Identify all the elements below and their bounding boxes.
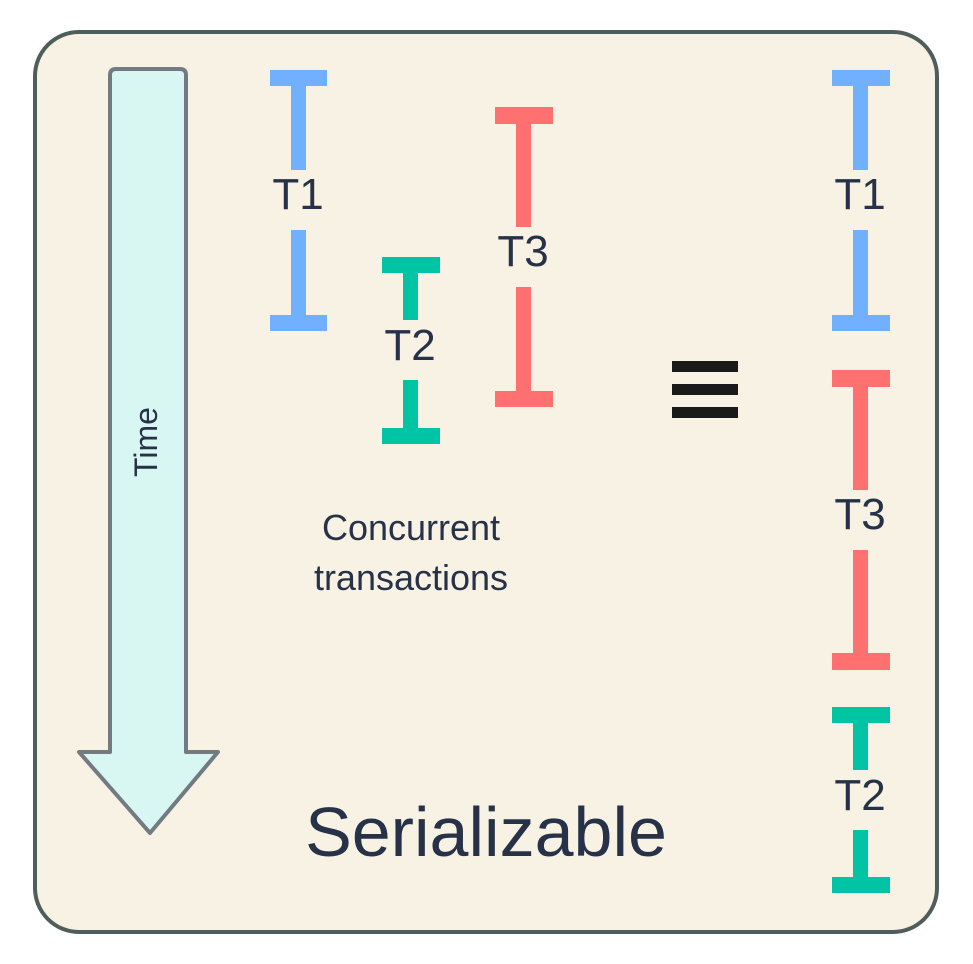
concurrent-t1: T1 (270, 70, 327, 331)
serial-t2-label: T2 (834, 771, 885, 820)
caption-line-2: transactions (314, 557, 508, 598)
t1-upper-stem (291, 70, 306, 170)
serial-t3: T3 (832, 370, 890, 670)
equivalence-bar-middle (672, 384, 738, 395)
equivalence-bar-bottom (672, 407, 738, 418)
t1-lower-stem (291, 230, 306, 330)
t3-upper-stem (516, 107, 531, 227)
serial-t3-label: T3 (834, 490, 885, 539)
serial-t1-lower-stem (853, 230, 868, 330)
equivalence-bar-top (672, 361, 738, 372)
serial-t3-end-bar (832, 653, 890, 670)
serial-t2-upper-stem (853, 707, 868, 770)
serial-t3-upper-stem (853, 370, 868, 490)
serial-t2: T2 (832, 707, 890, 893)
t3-lower-stem (516, 287, 531, 407)
diagram-panel (33, 30, 939, 934)
t3-end-bar (495, 391, 553, 407)
t2-upper-stem (403, 257, 418, 320)
serial-t3-lower-stem (853, 550, 868, 670)
serial-t1: T1 (832, 70, 890, 331)
t2-end-bar (382, 428, 440, 444)
t2-lower-stem (403, 380, 418, 442)
serial-t1-label: T1 (834, 170, 885, 219)
equivalence-icon: ≡ (672, 361, 738, 418)
serial-schedule: T1 T3 T2 (832, 70, 890, 893)
concurrent-t2: T2 (382, 257, 440, 444)
t3-label: T3 (497, 227, 548, 276)
concurrent-transactions: T1 T2 T3 Concurrent transactions (270, 70, 553, 598)
diagram-title: Serializable (305, 793, 667, 871)
concurrent-t3: T3 (495, 107, 553, 407)
t1-end-bar (270, 315, 327, 331)
caption-line-1: Concurrent (322, 507, 500, 548)
down-arrow-icon (77, 67, 220, 835)
time-arrow: Time (77, 67, 220, 835)
t2-label: T2 (384, 321, 435, 370)
time-label: Time (128, 407, 164, 477)
t1-label: T1 (272, 170, 323, 219)
serial-t2-end-bar (832, 877, 890, 893)
serial-t1-upper-stem (853, 70, 868, 170)
serial-t1-end-bar (832, 315, 890, 331)
